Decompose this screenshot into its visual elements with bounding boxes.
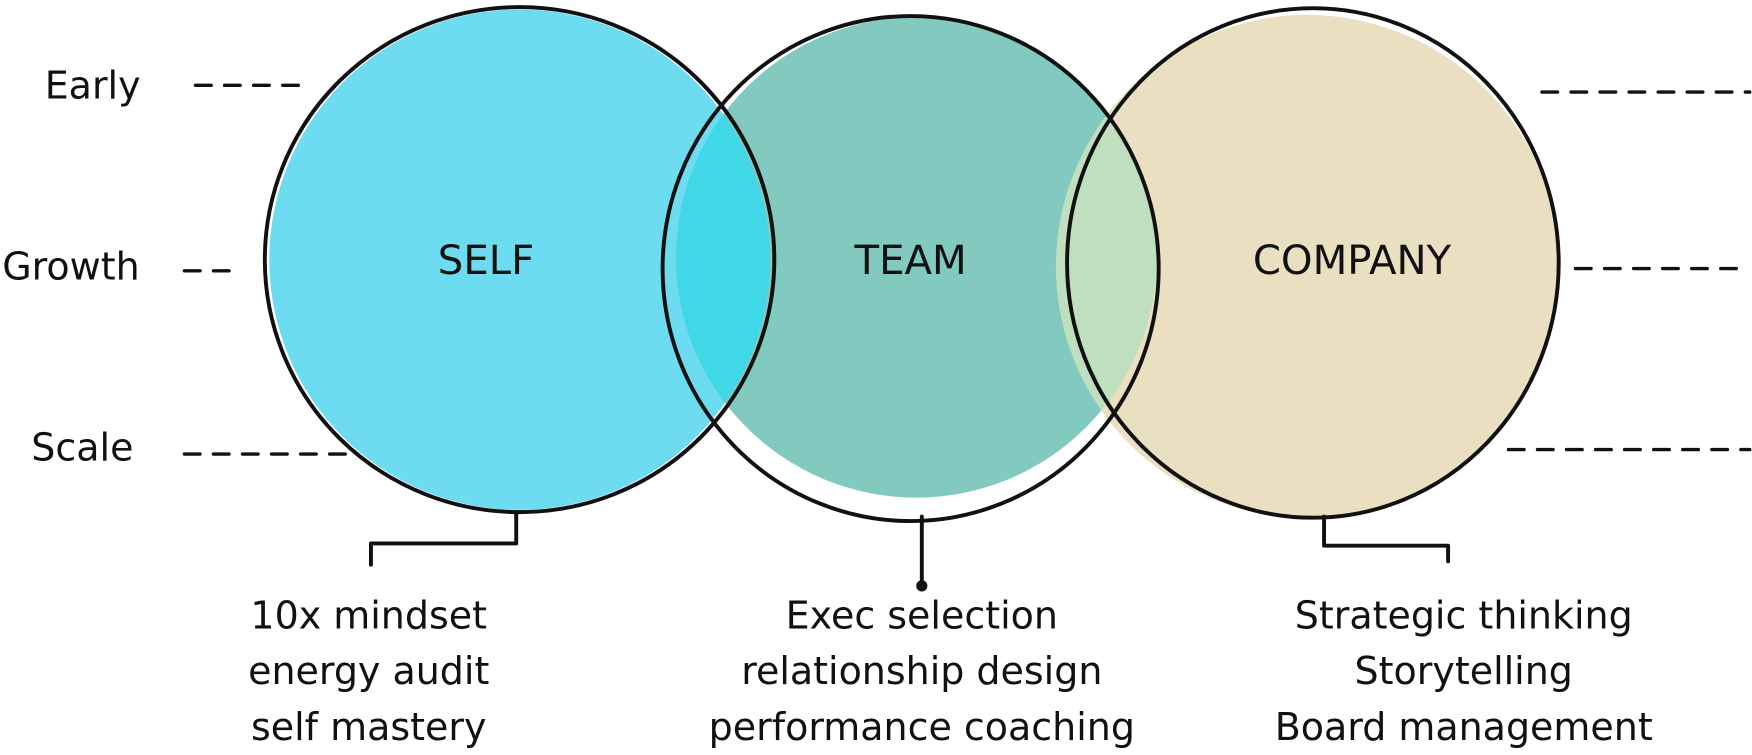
self-connector	[369, 510, 519, 567]
company-item: Board management	[1275, 705, 1653, 749]
team-connector-dot	[916, 580, 928, 592]
self-label: SELF	[438, 238, 534, 284]
self-circle-outline	[262, 5, 777, 515]
team-item: performance coaching	[709, 705, 1135, 749]
company-items: Strategic thinking Storytelling Board ma…	[1275, 593, 1653, 749]
company-circle-fill	[1055, 14, 1559, 518]
company-circle-outline	[1065, 6, 1561, 520]
team-items: Exec selection relationship design perfo…	[709, 593, 1135, 749]
stage-growth: Growth	[2, 245, 139, 289]
team-item: relationship design	[741, 649, 1102, 693]
team-circle-outline	[660, 14, 1161, 524]
team-item: Exec selection	[786, 593, 1058, 637]
company-item: Storytelling	[1355, 649, 1573, 693]
stage-early: Early	[45, 64, 141, 108]
self-item: energy audit	[248, 649, 489, 693]
self-item: 10x mindset	[250, 593, 487, 637]
self-items: 10x mindset energy audit self mastery	[248, 593, 489, 749]
company-connector	[1322, 514, 1451, 564]
team-circle-fill	[675, 17, 1157, 498]
team-label: TEAM	[854, 238, 967, 284]
self-item: self mastery	[251, 705, 487, 749]
company-item: Strategic thinking	[1295, 593, 1633, 637]
company-label: COMPANY	[1253, 238, 1452, 284]
stage-scale: Scale	[31, 426, 133, 470]
self-circle-fill	[269, 9, 770, 510]
